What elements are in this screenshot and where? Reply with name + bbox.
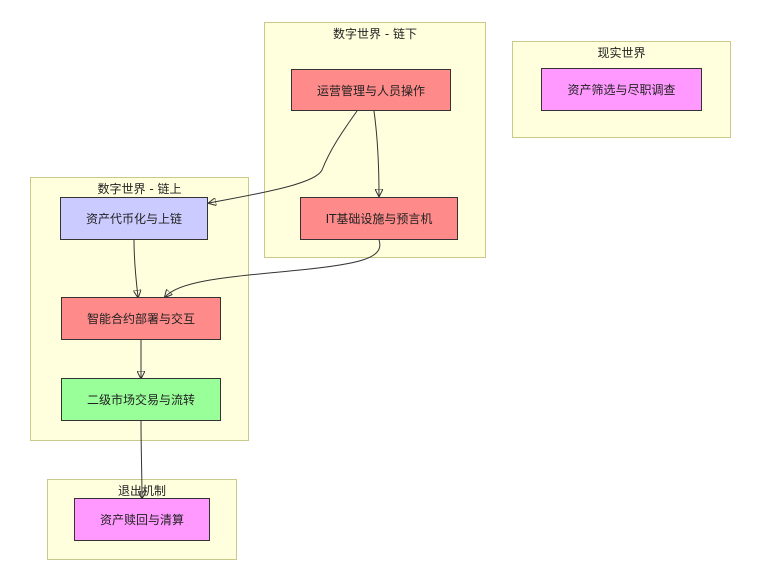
cluster-offchain-title: 数字世界 - 链下 [333, 27, 417, 41]
edge-secondary-to-redeem [141, 420, 142, 498]
cluster-real-world-title: 现实世界 [597, 46, 646, 60]
node-tokenization: 资产代币化与上链 [60, 197, 208, 240]
node-ops-management: 运营管理与人员操作 [291, 69, 451, 111]
node-it-infrastructure: IT基础设施与预言机 [300, 197, 458, 240]
edge-ops-to-it [373, 110, 379, 196]
node-smart-contract: 智能合约部署与交互 [61, 297, 221, 340]
cluster-onchain-title: 数字世界 - 链上 [97, 182, 182, 196]
node-asset-redemption: 资产赎回与清算 [74, 498, 210, 541]
node-secondary-market: 二级市场交易与流转 [61, 378, 221, 421]
edge-it-to-contract [165, 239, 381, 297]
edge-ops-to-tokenize [209, 110, 358, 203]
edge-tokenize-to-contract [134, 239, 138, 297]
node-asset-screening: 资产筛选与尽职调查 [541, 68, 702, 111]
